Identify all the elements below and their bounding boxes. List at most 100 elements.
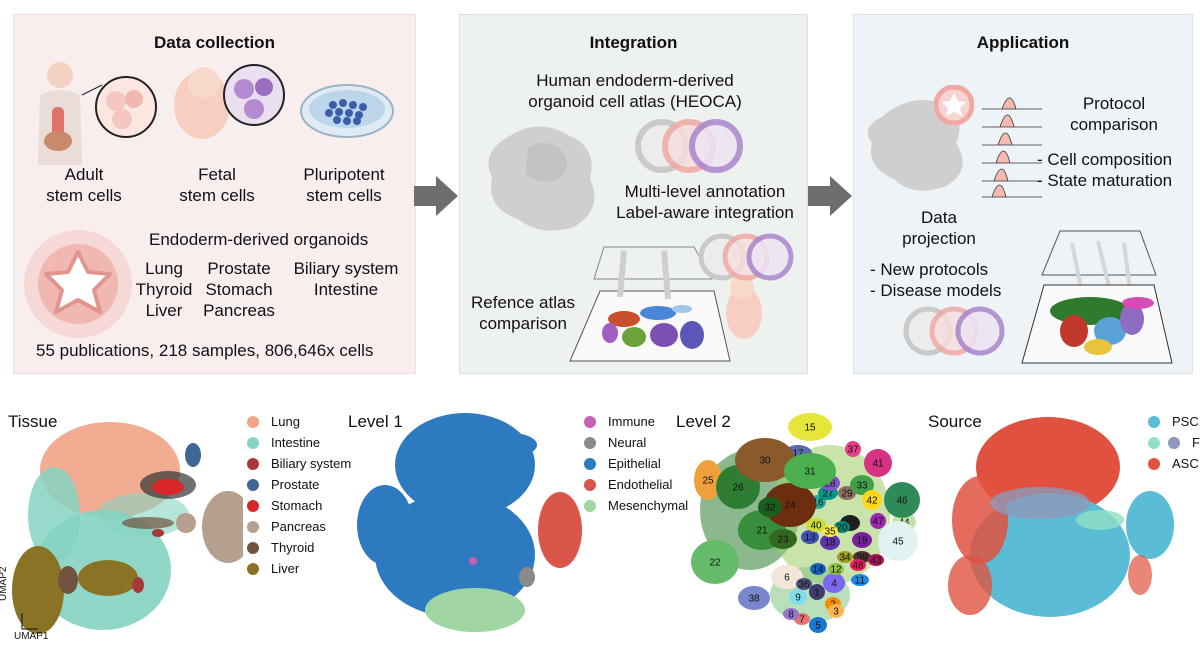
organoid-trio-illustration: [635, 119, 743, 173]
legend-item: Mesenchymal: [584, 495, 688, 516]
fetal-stem-cells-label: Fetal stem cells: [172, 164, 262, 206]
umap-title-tissue: Tissue: [8, 412, 58, 431]
query-projection-illustration: [1021, 230, 1173, 364]
source-umap-plot: [948, 417, 1174, 617]
organoid-col-3: Biliary system Intestine: [286, 258, 406, 300]
cluster-blob: [845, 441, 861, 457]
cluster-label: 4: [831, 579, 837, 590]
adult-line: Adult: [64, 165, 104, 184]
cluster-blob: [809, 617, 827, 633]
cluster-label: 21: [756, 526, 768, 537]
atlas-silhouette: [488, 126, 595, 231]
organ-stomach: Stomach: [205, 280, 273, 299]
cluster-label: 47: [872, 517, 884, 528]
cluster-blob: [868, 554, 884, 566]
collection-footer: 55 publications, 218 samples, 806,646x c…: [36, 341, 374, 360]
heoca-label: Human endoderm-derived organoid cell atl…: [500, 70, 770, 112]
legend-label: Immune: [608, 414, 655, 429]
fetal-line: Fetal: [198, 165, 236, 184]
cluster-blob: [771, 565, 803, 589]
cluster-label: 35: [824, 527, 836, 538]
cluster-label: 19: [856, 536, 868, 547]
legend-label: Liver: [271, 561, 300, 576]
reference-comparison-label: Refence atlas comparison: [468, 292, 578, 334]
organ-liver: Liver: [145, 301, 183, 320]
level2-umap-plot: 1234567891011121314151617181920212223242…: [691, 413, 920, 633]
cluster-blob: [820, 534, 840, 550]
cluster-blob: [801, 530, 819, 544]
legend-label: Epithelial: [608, 456, 661, 471]
pluripotent-line: Pluripotent: [303, 165, 385, 184]
legend-item: Endothelial: [584, 474, 688, 495]
organoid-trio-illustration: [698, 233, 794, 281]
cluster-blob: [862, 490, 882, 510]
legend-label: PSC: [1172, 414, 1199, 429]
cluster-label: 22: [709, 558, 721, 569]
cluster-blob: [694, 460, 722, 500]
source-legend: PSCFSCASC: [1148, 411, 1200, 474]
organoid-illustration: [24, 230, 132, 338]
cluster-blob: [850, 559, 866, 571]
cluster-blob: [850, 475, 874, 495]
cluster-blob: [823, 573, 845, 593]
axis-label-umap2: UMAP2: [0, 566, 9, 601]
legend-swatch: [247, 478, 265, 491]
legend-item: Pancreas: [247, 516, 351, 537]
cluster-label: 8: [788, 610, 794, 621]
legend-item: Immune: [584, 411, 688, 432]
legend-swatch: [247, 520, 265, 533]
reference-line-2: comparison: [479, 314, 567, 333]
petri-dish-illustration: [300, 84, 394, 138]
organoid-trio-illustration: [903, 306, 1005, 356]
legend-swatch: [247, 562, 265, 575]
reference-projection-illustration: [569, 246, 762, 362]
cluster-label: 31: [804, 467, 816, 478]
cluster-label: 17: [792, 449, 804, 460]
cluster-label: 45: [892, 537, 904, 548]
legend-item: Biliary system: [247, 453, 351, 474]
legend-label: Endothelial: [608, 477, 673, 492]
cluster-blob: [784, 453, 836, 489]
cluster-label: 43: [870, 556, 882, 567]
cluster-label: 48: [852, 561, 864, 572]
organoid-col-2: Prostate Stomach Pancreas: [199, 258, 279, 321]
protocol-comparison-label: Protocol comparison: [1054, 93, 1174, 135]
cluster-blob: [806, 518, 826, 532]
projection-line-2: projection: [902, 229, 976, 248]
organoids-header: Endoderm-derived organoids: [149, 230, 369, 249]
cluster-label: 6: [784, 573, 790, 584]
legend-swatch: [584, 436, 602, 449]
adult-body-illustration: [38, 62, 157, 165]
fetus-illustration: [174, 64, 285, 139]
cluster-label: 29: [841, 489, 853, 500]
panel-title-collection: Data collection: [154, 33, 275, 52]
cluster-blob: [870, 513, 886, 529]
ridge-plot-illustration: [982, 97, 1042, 198]
legend-swatch: [247, 415, 265, 428]
umap-title-level2: Level 2: [676, 412, 731, 431]
heoca-line-2: organoid cell atlas (HEOCA): [528, 92, 742, 111]
umap-title-level1: Level 1: [348, 412, 403, 431]
cluster-blob: [691, 540, 739, 584]
panel-title-application: Application: [976, 33, 1070, 52]
cluster-label: 7: [799, 615, 805, 626]
projection-bullets: - New protocols - Disease models: [870, 259, 1001, 301]
cluster-label: 12: [830, 565, 842, 576]
cluster-blob: [796, 578, 812, 590]
cluster-blob: [789, 589, 807, 605]
legend-item: FSC: [1148, 432, 1200, 453]
legend-item: Lung: [247, 411, 351, 432]
legend-swatch: [584, 415, 602, 428]
cluster-label: 23: [777, 535, 789, 546]
cluster-blob: [852, 532, 872, 548]
cluster-label: 15: [804, 423, 816, 434]
legend-swatch: [584, 499, 602, 512]
protocol-bullets: - Cell composition - State maturation: [1037, 149, 1172, 191]
cluster-blob: [738, 586, 770, 610]
cluster-label: 9: [795, 593, 801, 604]
protocol-line-1: Protocol: [1082, 94, 1146, 113]
legend-item: PSC: [1148, 411, 1200, 432]
cluster-blob: [837, 551, 853, 563]
legend-label: Stomach: [271, 498, 323, 513]
